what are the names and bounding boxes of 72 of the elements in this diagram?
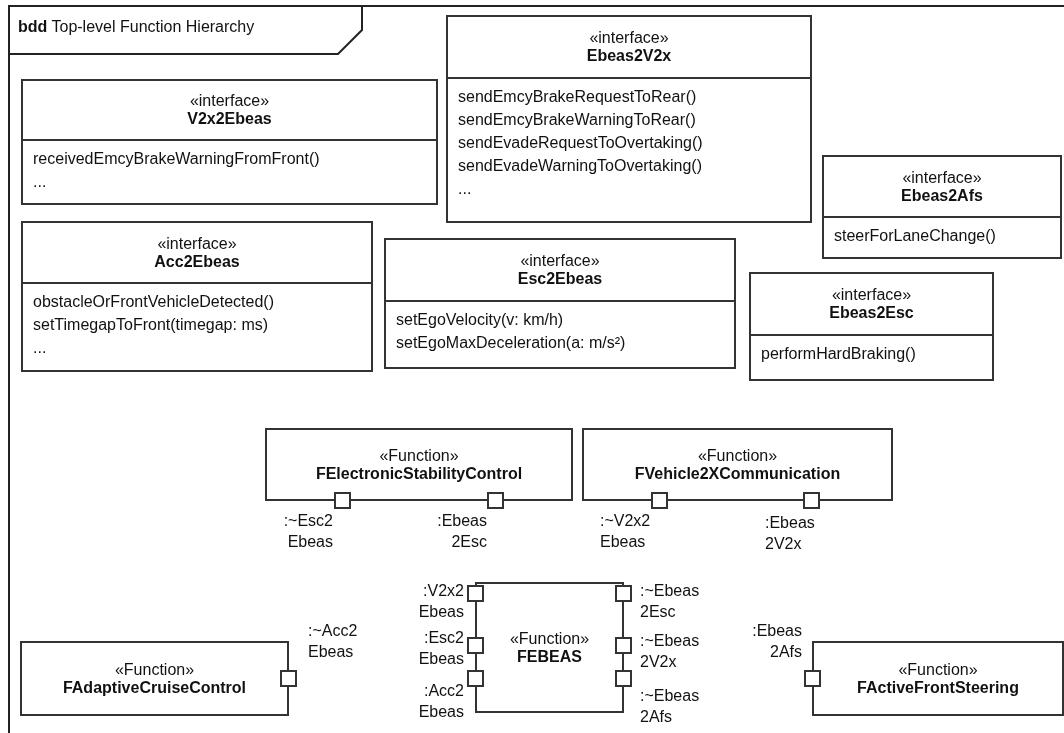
block-name: Esc2Ebeas — [516, 270, 604, 288]
interface-block — [21, 79, 438, 205]
port-square — [651, 492, 668, 509]
operation-text: ... — [33, 338, 47, 358]
operation-text: setEgoMaxDeceleration(a: m/s²) — [396, 333, 626, 353]
port-label: :Esc2 Ebeas — [418, 628, 464, 669]
port-square — [280, 670, 297, 687]
stereotype-label: «interface» — [830, 286, 913, 304]
interface-block — [446, 15, 812, 223]
port-label: :Ebeas 2Esc — [437, 511, 487, 552]
block-name: FElectronicStabilityControl — [314, 464, 524, 483]
stereotype-label: «interface» — [188, 92, 271, 110]
block-name: Ebeas2V2x — [585, 47, 673, 65]
operation-text: sendEvadeRequestToOvertaking() — [458, 133, 703, 153]
operation-text: steerForLaneChange() — [834, 226, 996, 246]
stereotype-label: «Function» — [378, 446, 460, 465]
operation-text: obstacleOrFrontVehicleDetected() — [33, 292, 274, 312]
port-label: :~Ebeas 2Afs — [640, 686, 700, 727]
stereotype-label: «Function» — [508, 629, 591, 648]
block-name: FActiveFrontSteering — [856, 678, 1020, 697]
operation-text: setTimegapToFront(timegap: ms) — [33, 315, 269, 335]
stereotype-label: «interface» — [588, 29, 670, 47]
operation-text: ... — [458, 179, 472, 199]
operation-text: ... — [33, 172, 47, 192]
port-square — [804, 670, 821, 687]
block-name: Ebeas2Afs — [900, 186, 984, 205]
port-label: :Ebeas 2V2x — [765, 513, 815, 554]
port-label: :~V2x2 Ebeas — [600, 511, 651, 552]
operation-text: receivedEmcyBrakeWarningFromFront() — [33, 149, 320, 169]
port-square — [487, 492, 504, 509]
port-label: :~Ebeas 2Esc — [640, 581, 700, 622]
port-square — [615, 585, 632, 602]
port-label: :Ebeas 2Afs — [752, 621, 802, 662]
function-block — [265, 428, 573, 501]
operation-text: setEgoVelocity(v: km/h) — [396, 310, 564, 330]
port-label: :~Ebeas 2V2x — [640, 631, 700, 672]
stereotype-label: «Function» — [113, 660, 196, 679]
block-name: Acc2Ebeas — [153, 252, 241, 271]
block-name: Ebeas2Esc — [828, 304, 915, 322]
function-block — [582, 428, 893, 501]
function-block — [475, 582, 624, 713]
function-block — [20, 641, 289, 716]
operation-text: sendEmcyBrakeRequestToRear() — [458, 87, 697, 107]
stereotype-label: «interface» — [156, 234, 238, 253]
port-square — [615, 637, 632, 654]
stereotype-label: «interface» — [519, 252, 601, 270]
port-square — [467, 670, 484, 687]
port-label: :~Acc2 Ebeas — [308, 621, 358, 662]
port-square — [803, 492, 820, 509]
operation-text: sendEmcyBrakeWarningToRear() — [458, 110, 696, 130]
stereotype-label: «interface» — [901, 168, 983, 187]
interface-block — [384, 238, 736, 369]
port-square — [467, 637, 484, 654]
port-square — [467, 585, 484, 602]
port-square — [615, 670, 632, 687]
port-label: :Acc2 Ebeas — [418, 681, 464, 722]
stereotype-label: «Function» — [897, 660, 979, 679]
interface-block — [749, 272, 994, 381]
operation-text: sendEvadeWarningToOvertaking() — [458, 156, 702, 176]
stereotype-label: «Function» — [696, 446, 779, 465]
block-name: FAdaptiveCruiseControl — [61, 678, 248, 697]
port-label: :~Esc2 Ebeas — [283, 511, 333, 552]
block-name: FVehicle2XCommunication — [633, 464, 842, 483]
port-square — [334, 492, 351, 509]
port-label: :V2x2 Ebeas — [418, 581, 464, 622]
operation-text: performHardBraking() — [761, 344, 916, 364]
block-name: FEBEAS — [516, 647, 583, 666]
block-name: V2x2Ebeas — [186, 110, 273, 128]
interface-block — [822, 155, 1062, 259]
function-block — [812, 641, 1064, 716]
diagram-title: bdd Top-level Function Hierarchy — [18, 18, 255, 36]
interface-block — [21, 221, 373, 372]
